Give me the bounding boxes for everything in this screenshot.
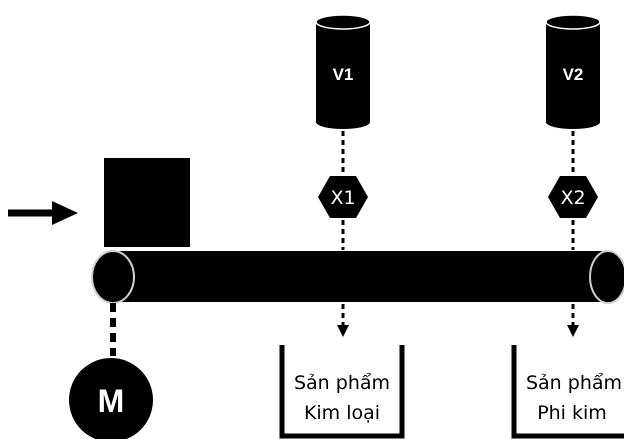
sensor-x2-label: X2 [560, 187, 585, 209]
eject-arrow-2 [567, 304, 579, 337]
eject-arrow-1 [337, 304, 349, 337]
bin-metal-line1: Sản phẩm [294, 372, 390, 394]
product-box [104, 158, 190, 247]
conveyor-right-roller [589, 250, 624, 304]
sensor-x1: X1 [318, 176, 368, 218]
valve-v2-label: V2 [563, 65, 584, 84]
bin-metal: Sản phẩm Kim loại [279, 345, 405, 439]
bin-nonmetal: Sản phẩm Phi kim [511, 345, 624, 439]
conveyor-belt [91, 250, 624, 304]
bin-nonmetal-line2: Phi kim [537, 402, 607, 424]
valve-v2: V2 [545, 14, 601, 129]
motor: M [69, 358, 153, 439]
motor-label: M [98, 383, 125, 419]
valve-v1: V1 [315, 14, 371, 129]
valve-v1-label: V1 [333, 65, 354, 84]
input-arrow [8, 201, 78, 225]
sensor-x1-label: X1 [330, 187, 355, 209]
bin-nonmetal-line1: Sản phẩm [526, 372, 622, 394]
bin-metal-line2: Kim loại [304, 402, 380, 424]
sensor-x2: X2 [548, 176, 598, 218]
conveyor-left-roller [91, 250, 135, 304]
